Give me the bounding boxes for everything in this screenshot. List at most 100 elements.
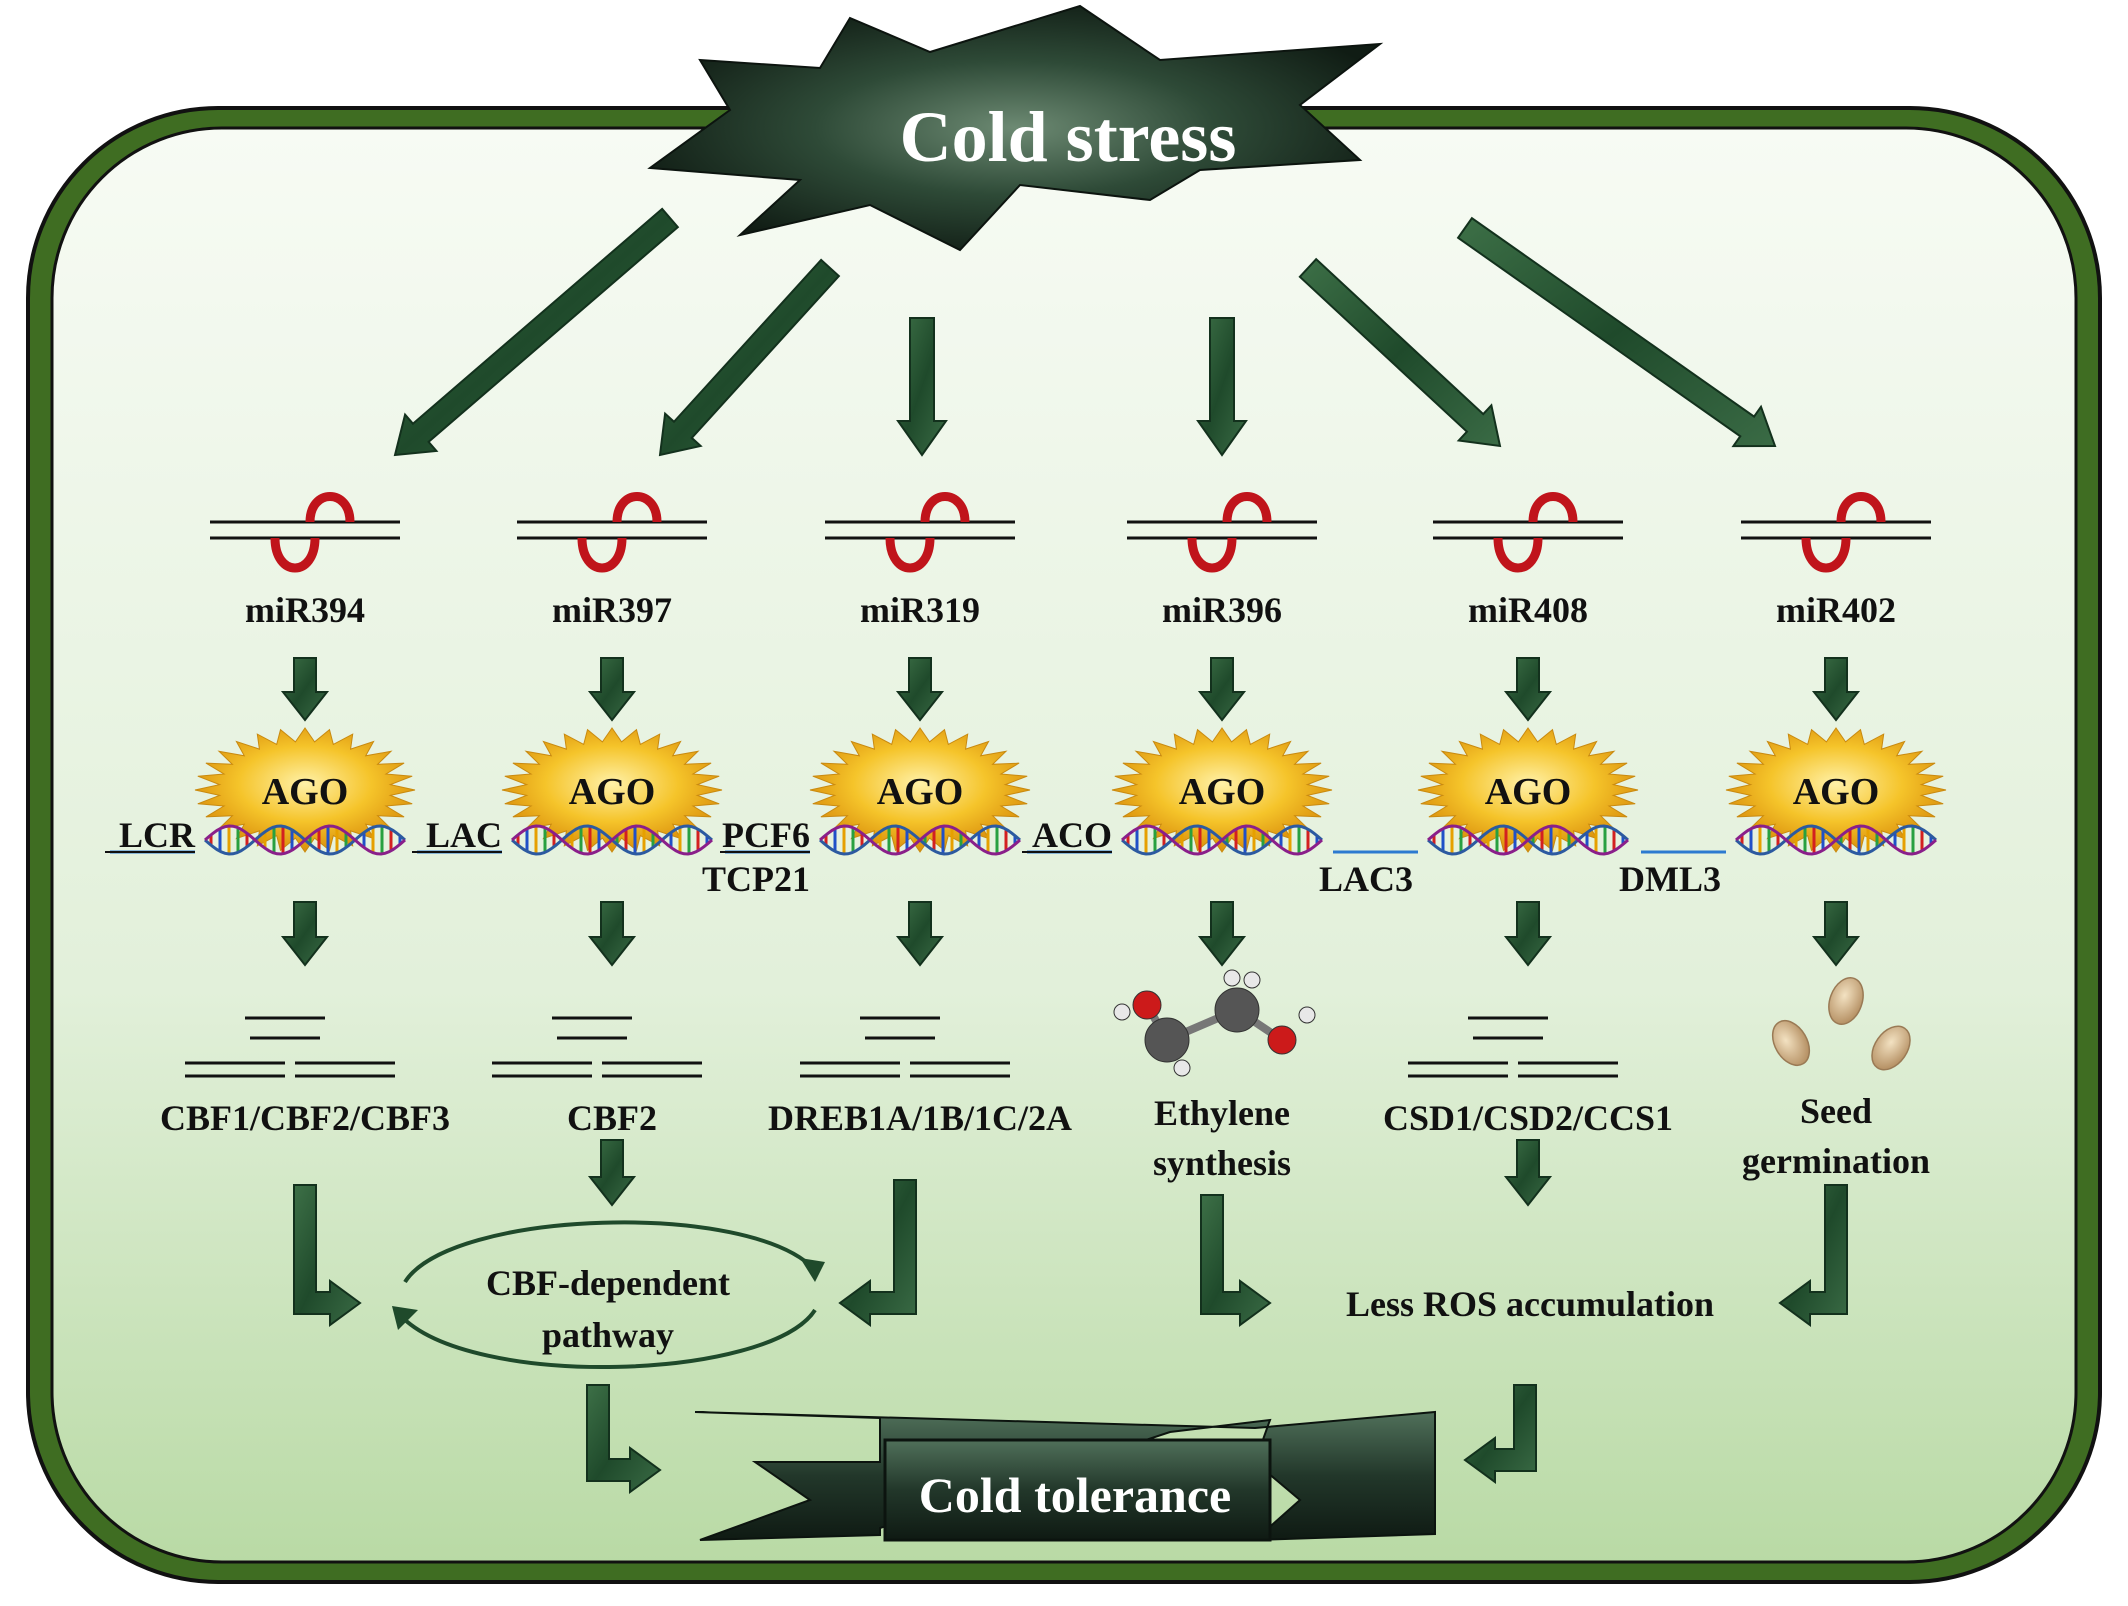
seed <box>1771 1019 1811 1067</box>
down-arrow <box>280 657 330 722</box>
cbf-pathway-cycle: CBF-dependent pathway <box>392 1220 825 1370</box>
cold-tolerance-label: Cold tolerance <box>919 1467 1231 1523</box>
l-arrow-to-ros <box>1200 1194 1272 1327</box>
pathway-label-line1: CBF-dependent <box>486 1263 730 1303</box>
mirna-label: miR408 <box>1468 590 1588 630</box>
helix-strand-b <box>819 824 1021 856</box>
down-arrow <box>280 901 330 967</box>
atom <box>1173 1059 1191 1077</box>
ros-label: Less ROS accumulation <box>1346 1284 1714 1324</box>
down-arrow <box>1503 657 1553 722</box>
dna-helix-icon <box>1427 824 1629 856</box>
mirna-label: miR394 <box>245 590 365 630</box>
ago-label: AGO <box>262 771 349 813</box>
hairpin-loop-bottom <box>1493 537 1543 573</box>
mirna-hairpin-icon <box>825 492 1015 573</box>
down-arrow <box>1811 901 1861 967</box>
mirna-hairpin-icon <box>1741 492 1931 573</box>
target-gene-label: ACO <box>1032 815 1112 855</box>
mirna-hairpin-icon <box>1433 492 1623 573</box>
stress-arrow <box>896 317 948 457</box>
target-gene-label: LAC <box>426 815 502 855</box>
dna-helix-icon <box>1121 824 1323 856</box>
down-arrow <box>1503 901 1553 967</box>
seed-icon <box>1771 977 1911 1071</box>
l-arrow-to-pathway <box>293 1184 362 1327</box>
down-arrow <box>1503 1139 1553 1207</box>
l-arrow-to-tolerance <box>586 1384 662 1494</box>
transcript-bars-icon <box>800 1016 1010 1078</box>
hairpin-loop-bottom <box>1187 537 1237 573</box>
ago-burst: AGO <box>1725 727 1947 853</box>
gene-product-label: CSD1/CSD2/CCS1 <box>1383 1098 1673 1138</box>
hairpin-loop-top <box>920 492 970 523</box>
cycle-arrowhead-bottom <box>392 1306 418 1330</box>
mirna-label: miR396 <box>1162 590 1282 630</box>
gene-product-label: CBF2 <box>567 1098 657 1138</box>
target-gene-label: PCF6 <box>722 815 810 855</box>
hairpin-loop-top <box>1836 492 1886 523</box>
hairpin-loop-top <box>1528 492 1578 523</box>
gene-product-label: DREB1A/1B/1C/2A <box>768 1098 1072 1138</box>
atom <box>1144 1017 1190 1063</box>
ribbon-tails <box>694 1410 1436 1542</box>
product-label-line1: Seed <box>1800 1091 1872 1131</box>
dna-helix-icon <box>1735 824 1937 856</box>
target-gene-label: TCP21 <box>702 859 810 899</box>
ago-burst: AGO <box>1111 727 1333 853</box>
seed <box>1871 1025 1911 1071</box>
frost-leaf-burst <box>647 4 1384 252</box>
atom <box>1267 1025 1297 1055</box>
mirna-hairpin-icon <box>210 492 400 573</box>
transcript-bars-icon <box>492 1016 702 1078</box>
down-arrow <box>895 901 945 967</box>
down-arrow <box>587 901 637 967</box>
stress-arrow <box>658 258 841 457</box>
stress-arrow <box>1196 317 1248 457</box>
target-gene-label: DML3 <box>1619 859 1721 899</box>
mirna-label: miR319 <box>860 590 980 630</box>
down-arrow <box>587 1139 637 1207</box>
cycle-arrowhead-top <box>800 1258 825 1282</box>
down-arrow <box>587 657 637 722</box>
atom <box>1214 987 1260 1033</box>
target-gene-label: LCR <box>119 815 196 855</box>
cold-stress-title: Cold stress <box>900 97 1237 177</box>
hairpin-loop-bottom <box>577 537 627 573</box>
ethylene-glycol-molecule-icon <box>1113 969 1316 1077</box>
hairpin-loop-bottom <box>885 537 935 573</box>
helix-strand-b <box>1427 824 1629 856</box>
ago-burst: AGO <box>1417 727 1639 853</box>
product-label-line1: Ethylene <box>1154 1093 1290 1133</box>
dna-helix-icon <box>511 824 713 856</box>
gene-product-label: CBF1/CBF2/CBF3 <box>160 1098 450 1138</box>
atom <box>1298 1006 1316 1024</box>
ago-burst: AGO <box>194 727 416 853</box>
cold-stress-badge: Cold stress <box>647 4 1384 252</box>
stress-arrow <box>393 207 680 457</box>
cold-tolerance-banner: Cold tolerance <box>694 1410 1436 1542</box>
mirna-label: miR397 <box>552 590 672 630</box>
target-gene-label: LAC3 <box>1319 859 1413 899</box>
ago-label: AGO <box>1793 771 1880 813</box>
ago-label: AGO <box>569 771 656 813</box>
atom <box>1132 990 1162 1020</box>
seed <box>1828 977 1864 1025</box>
atom <box>1223 969 1241 987</box>
ago-label: AGO <box>877 771 964 813</box>
stress-arrow <box>1456 216 1777 448</box>
l-arrow-to-ros <box>1778 1184 1848 1327</box>
down-arrow <box>1811 657 1861 722</box>
ago-burst: AGO <box>501 727 723 853</box>
cycle-arrow-top <box>403 1220 817 1284</box>
atom <box>1243 971 1261 989</box>
atom <box>1113 1003 1131 1021</box>
product-label-line2: synthesis <box>1153 1143 1291 1183</box>
down-arrow <box>1197 901 1247 967</box>
hairpin-loop-top <box>305 492 355 523</box>
cycle-arrow-bottom <box>398 1308 817 1370</box>
hairpin-loop-bottom <box>1801 537 1851 573</box>
ribbon-center <box>883 1438 1272 1542</box>
